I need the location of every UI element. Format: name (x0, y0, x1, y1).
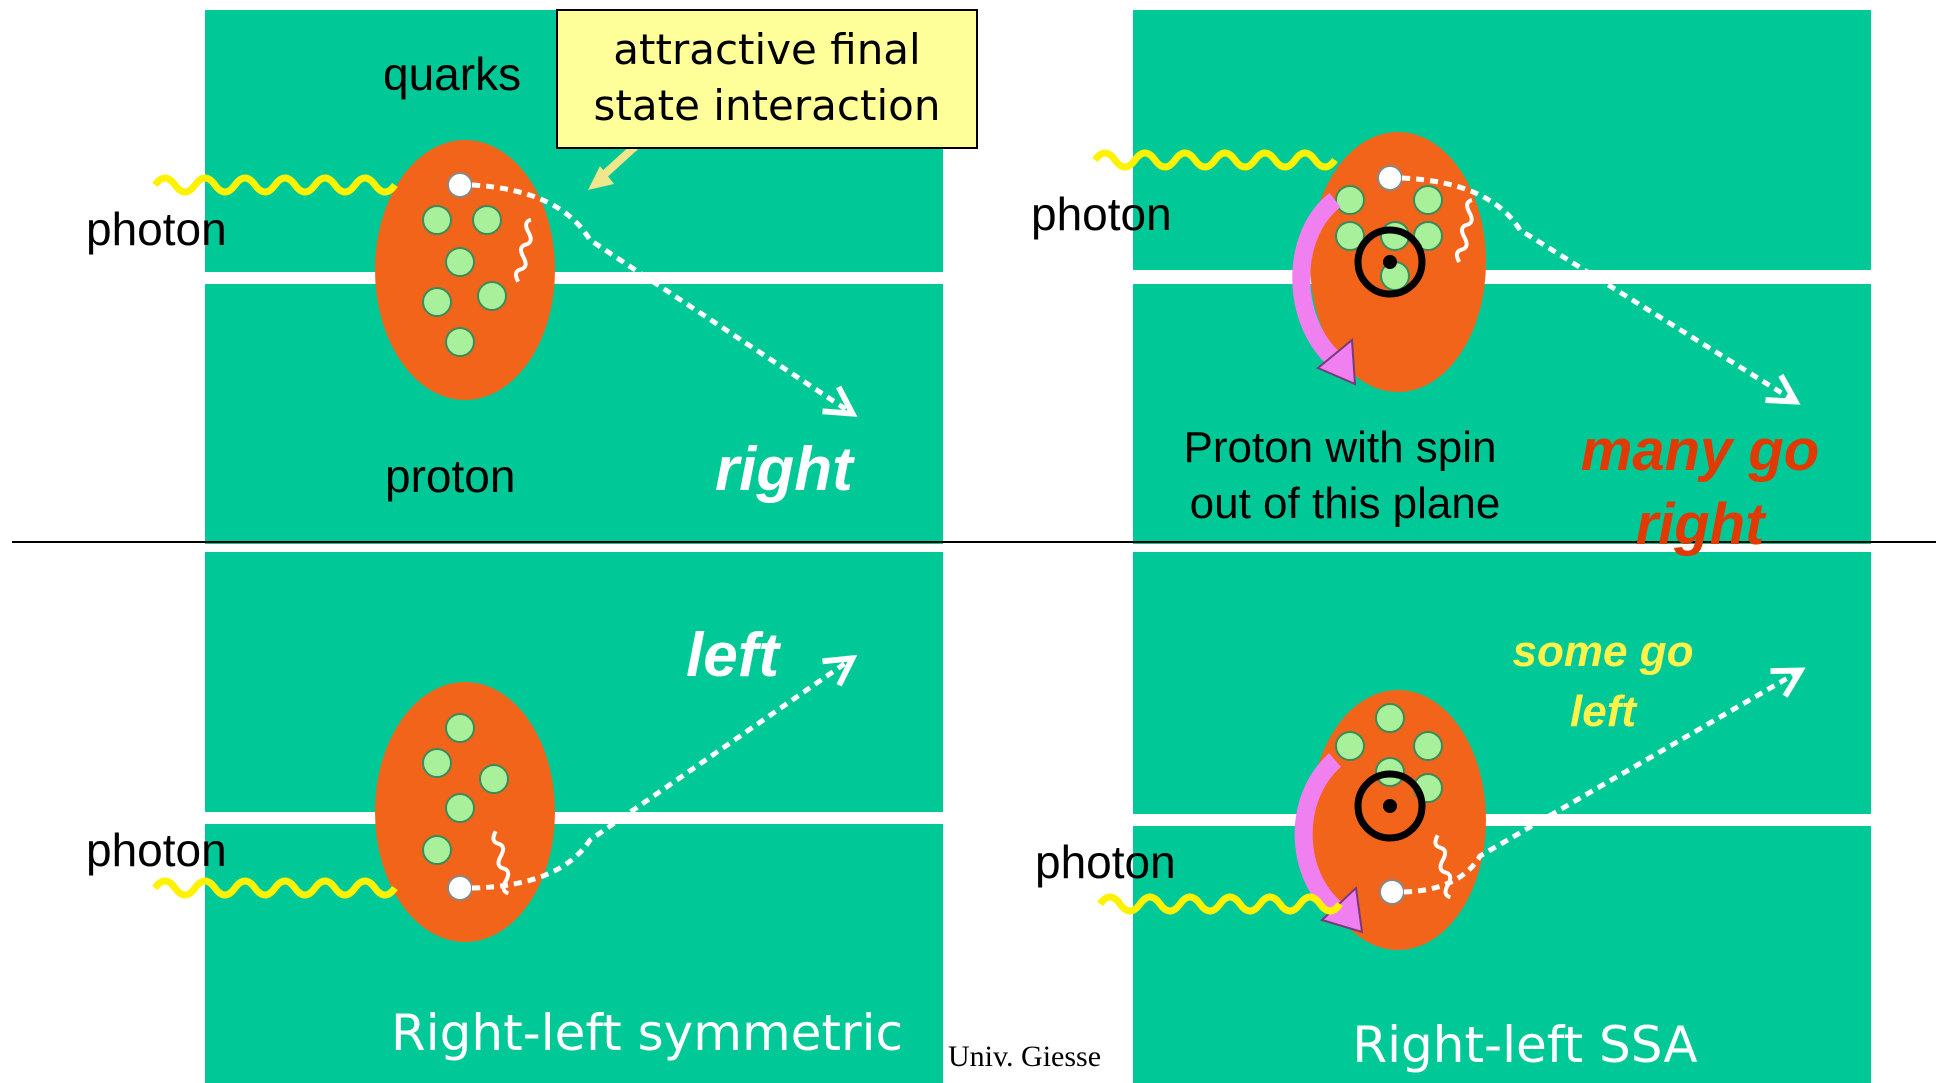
scene-bottom-left: photon left Right-left symmetric (86, 621, 903, 1062)
spin-arrowhead (1316, 337, 1357, 386)
outgoing-quark-path (471, 182, 850, 412)
photon-wave (1092, 149, 1338, 171)
photon-label: photon (86, 824, 227, 876)
callout-box (556, 9, 978, 149)
photon-label: photon (86, 203, 227, 255)
gluon-exchange (513, 217, 533, 283)
spin-rotation-arrow-icon (1292, 192, 1342, 367)
outgoing-quark-path (471, 660, 850, 891)
many-go-line-2: right (1636, 492, 1768, 557)
photon-label: photon (1035, 836, 1176, 888)
ssa-caption: Right-left SSA (1352, 1016, 1697, 1074)
outgoing-quark-path (1401, 175, 1793, 400)
proton-spin-line-2: out of this plane (1190, 479, 1501, 528)
some-go-line-2: left (1570, 687, 1638, 736)
quark-dots (422, 205, 507, 357)
quark-dots (1335, 703, 1443, 803)
quarks-label: quarks (383, 48, 521, 100)
gluon-exchange (1454, 198, 1474, 263)
outgoing-quark-path (1403, 672, 1798, 895)
photon-wave (1097, 893, 1343, 915)
some-go-line-1: some go (1513, 627, 1694, 676)
callout-line-2: state interaction (594, 81, 941, 130)
photon-wave (152, 174, 398, 196)
symmetric-caption: Right-left symmetric (391, 1004, 903, 1062)
spin-out-of-plane-icon (1354, 770, 1426, 842)
scene-top-right: photon Proton with spin out of this plan… (1031, 132, 1819, 557)
panel-top-right (1133, 10, 1871, 544)
callout-line-1: attractive final (613, 25, 920, 74)
photon-wave (152, 877, 398, 899)
left-label: left (686, 621, 781, 690)
right-label: right (715, 435, 855, 504)
scene-bottom-right: photon some go left Right-left SSA (1035, 627, 1798, 1074)
gluon-exchange (1433, 834, 1453, 900)
struck-quark (447, 172, 473, 198)
spin-rotation-arrow-icon (1294, 753, 1346, 920)
struck-quark (1379, 879, 1405, 905)
panel-bottom-left (205, 552, 943, 1083)
footer-text: Univ. Giesse (948, 1040, 1101, 1073)
struck-quark (1377, 165, 1403, 191)
photon-label: photon (1031, 188, 1172, 240)
proton-spin-line-1: Proton with spin (1183, 423, 1496, 472)
spin-out-of-plane-icon (1354, 226, 1426, 298)
many-go-line-1: many go (1581, 418, 1820, 483)
quark-dots (422, 713, 509, 865)
scene-top-left: attractive final state interaction quark… (86, 9, 978, 504)
callout-arrowhead (588, 166, 614, 190)
gluon-exchange (491, 830, 511, 896)
proton-label: proton (385, 450, 515, 502)
struck-quark (447, 875, 473, 901)
panel-bottom-right (1133, 552, 1871, 1083)
